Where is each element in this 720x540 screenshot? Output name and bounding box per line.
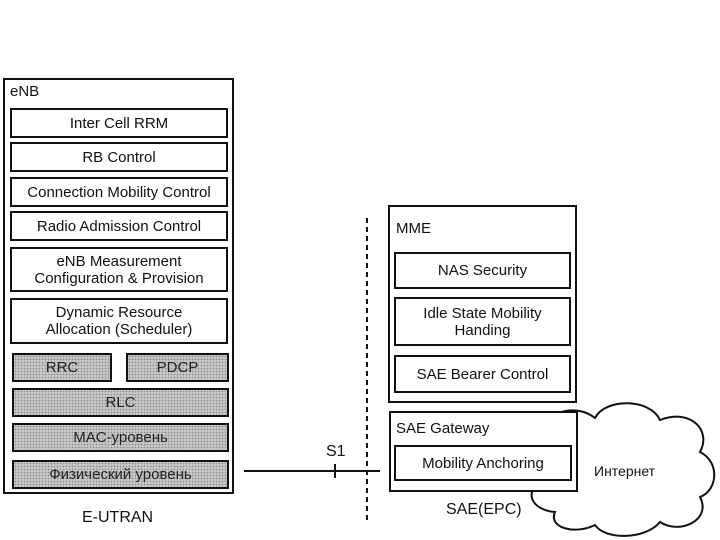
enb-function-connection-mobility-control: Connection Mobility Control	[10, 177, 228, 207]
sae-epc-caption: SAE(EPC)	[446, 501, 522, 518]
internet-label: Интернет	[594, 463, 656, 479]
mme-function-nas-security: NAS Security	[394, 252, 571, 289]
mme-function-idle-state-mobility: Idle State Mobility Handing	[394, 297, 571, 346]
e-utran-caption: E-UTRAN	[82, 509, 154, 526]
enb-function-radio-admission-control: Radio Admission Control	[10, 211, 228, 241]
enb-function-inter-cell-rrm: Inter Cell RRM	[10, 108, 228, 138]
layer-rrc: RRC	[12, 353, 112, 382]
enb-function-dynamic-resource-allocation: Dynamic Resource Allocation (Scheduler)	[10, 298, 228, 344]
layer-rlc: RLC	[12, 388, 229, 417]
enb-function-rb-control: RB Control	[10, 142, 228, 172]
gateway-function-mobility-anchoring: Mobility Anchoring	[394, 445, 572, 481]
s1-label: S1	[326, 443, 346, 460]
sae-gateway-title: SAE Gateway	[396, 420, 490, 437]
layer-physical: Физический уровень	[12, 460, 229, 489]
mme-function-sae-bearer-control: SAE Bearer Control	[394, 355, 571, 393]
layer-mac: MAC-уровень	[12, 423, 229, 452]
enb-title: eNB	[10, 83, 40, 100]
layer-pdcp: PDCP	[126, 353, 229, 382]
enb-function-measurement-config: eNB Measurement Configuration & Provisio…	[10, 247, 228, 292]
mme-title: MME	[396, 220, 431, 237]
